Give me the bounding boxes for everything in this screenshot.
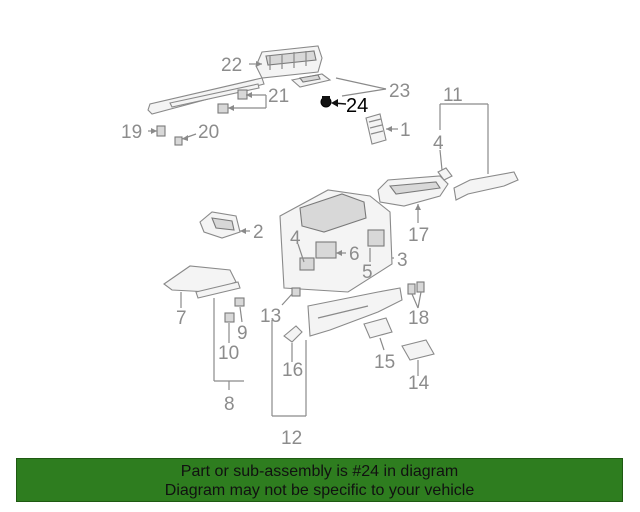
part-19-clip[interactable] [156,125,166,137]
part-3-center-cluster[interactable] [279,189,393,293]
banner-line-1: Part or sub-assembly is #24 in diagram [180,463,459,480]
callout-16[interactable]: 16 [282,360,303,381]
part-16-cover[interactable] [283,325,303,343]
callout-20[interactable]: 20 [198,122,219,143]
callout-21[interactable]: 21 [268,86,289,107]
callout-3[interactable]: 3 [397,250,408,271]
part-13-clip[interactable] [291,287,301,297]
callout-15[interactable]: 15 [374,352,395,373]
leader-24-highlight [331,99,347,107]
notice-banner: Part or sub-assembly is #24 in diagram D… [16,458,623,502]
part-12-lower-panel[interactable] [307,287,403,337]
part-8-rail[interactable] [195,281,241,299]
part-14-bracket[interactable] [401,339,435,361]
part-20-clip[interactable] [174,136,183,146]
callout-4-upper[interactable]: 4 [433,133,444,154]
callout-8[interactable]: 8 [224,394,235,415]
part-10-clip[interactable] [224,312,235,323]
part-11-duct[interactable] [437,167,519,201]
callout-2[interactable]: 2 [253,222,264,243]
part-21-duct[interactable] [147,77,265,115]
callout-1[interactable]: 1 [400,120,411,141]
callout-12[interactable]: 12 [281,428,302,449]
callout-9[interactable]: 9 [237,323,248,344]
part-15-pocket[interactable] [363,317,393,339]
callout-14[interactable]: 14 [408,373,430,394]
callout-10[interactable]: 10 [218,343,239,364]
callout-18[interactable]: 18 [408,308,429,329]
callout-22[interactable]: 22 [221,55,242,76]
part-22-defroster-nozzle[interactable] [255,45,323,79]
callout-7[interactable]: 7 [176,308,187,329]
part-2-vent[interactable] [199,211,241,239]
part-1-vent[interactable] [365,113,387,145]
part-18-clips[interactable] [407,281,425,295]
callout-6[interactable]: 6 [349,244,360,265]
part-17-duct[interactable] [377,175,449,207]
callout-24[interactable]: 24 [346,95,368,117]
callout-5[interactable]: 5 [362,262,373,283]
callout-19[interactable]: 19 [121,122,142,143]
part-24-clip[interactable] [320,96,332,108]
callout-13[interactable]: 13 [260,306,281,327]
banner-line-2: Diagram may not be specific to your vehi… [164,482,475,499]
callout-labels: 22 21 23 24 19 20 1 11 4 17 2 4 6 3 5 7 … [121,55,463,449]
callout-11[interactable]: 11 [443,85,463,106]
callout-4-lower[interactable]: 4 [290,228,301,249]
part-23-cover-panel[interactable] [290,73,332,88]
leader-lines [148,61,489,417]
part-9-clip[interactable] [234,297,245,307]
callout-17[interactable]: 17 [408,225,429,246]
callout-23[interactable]: 23 [389,81,410,102]
